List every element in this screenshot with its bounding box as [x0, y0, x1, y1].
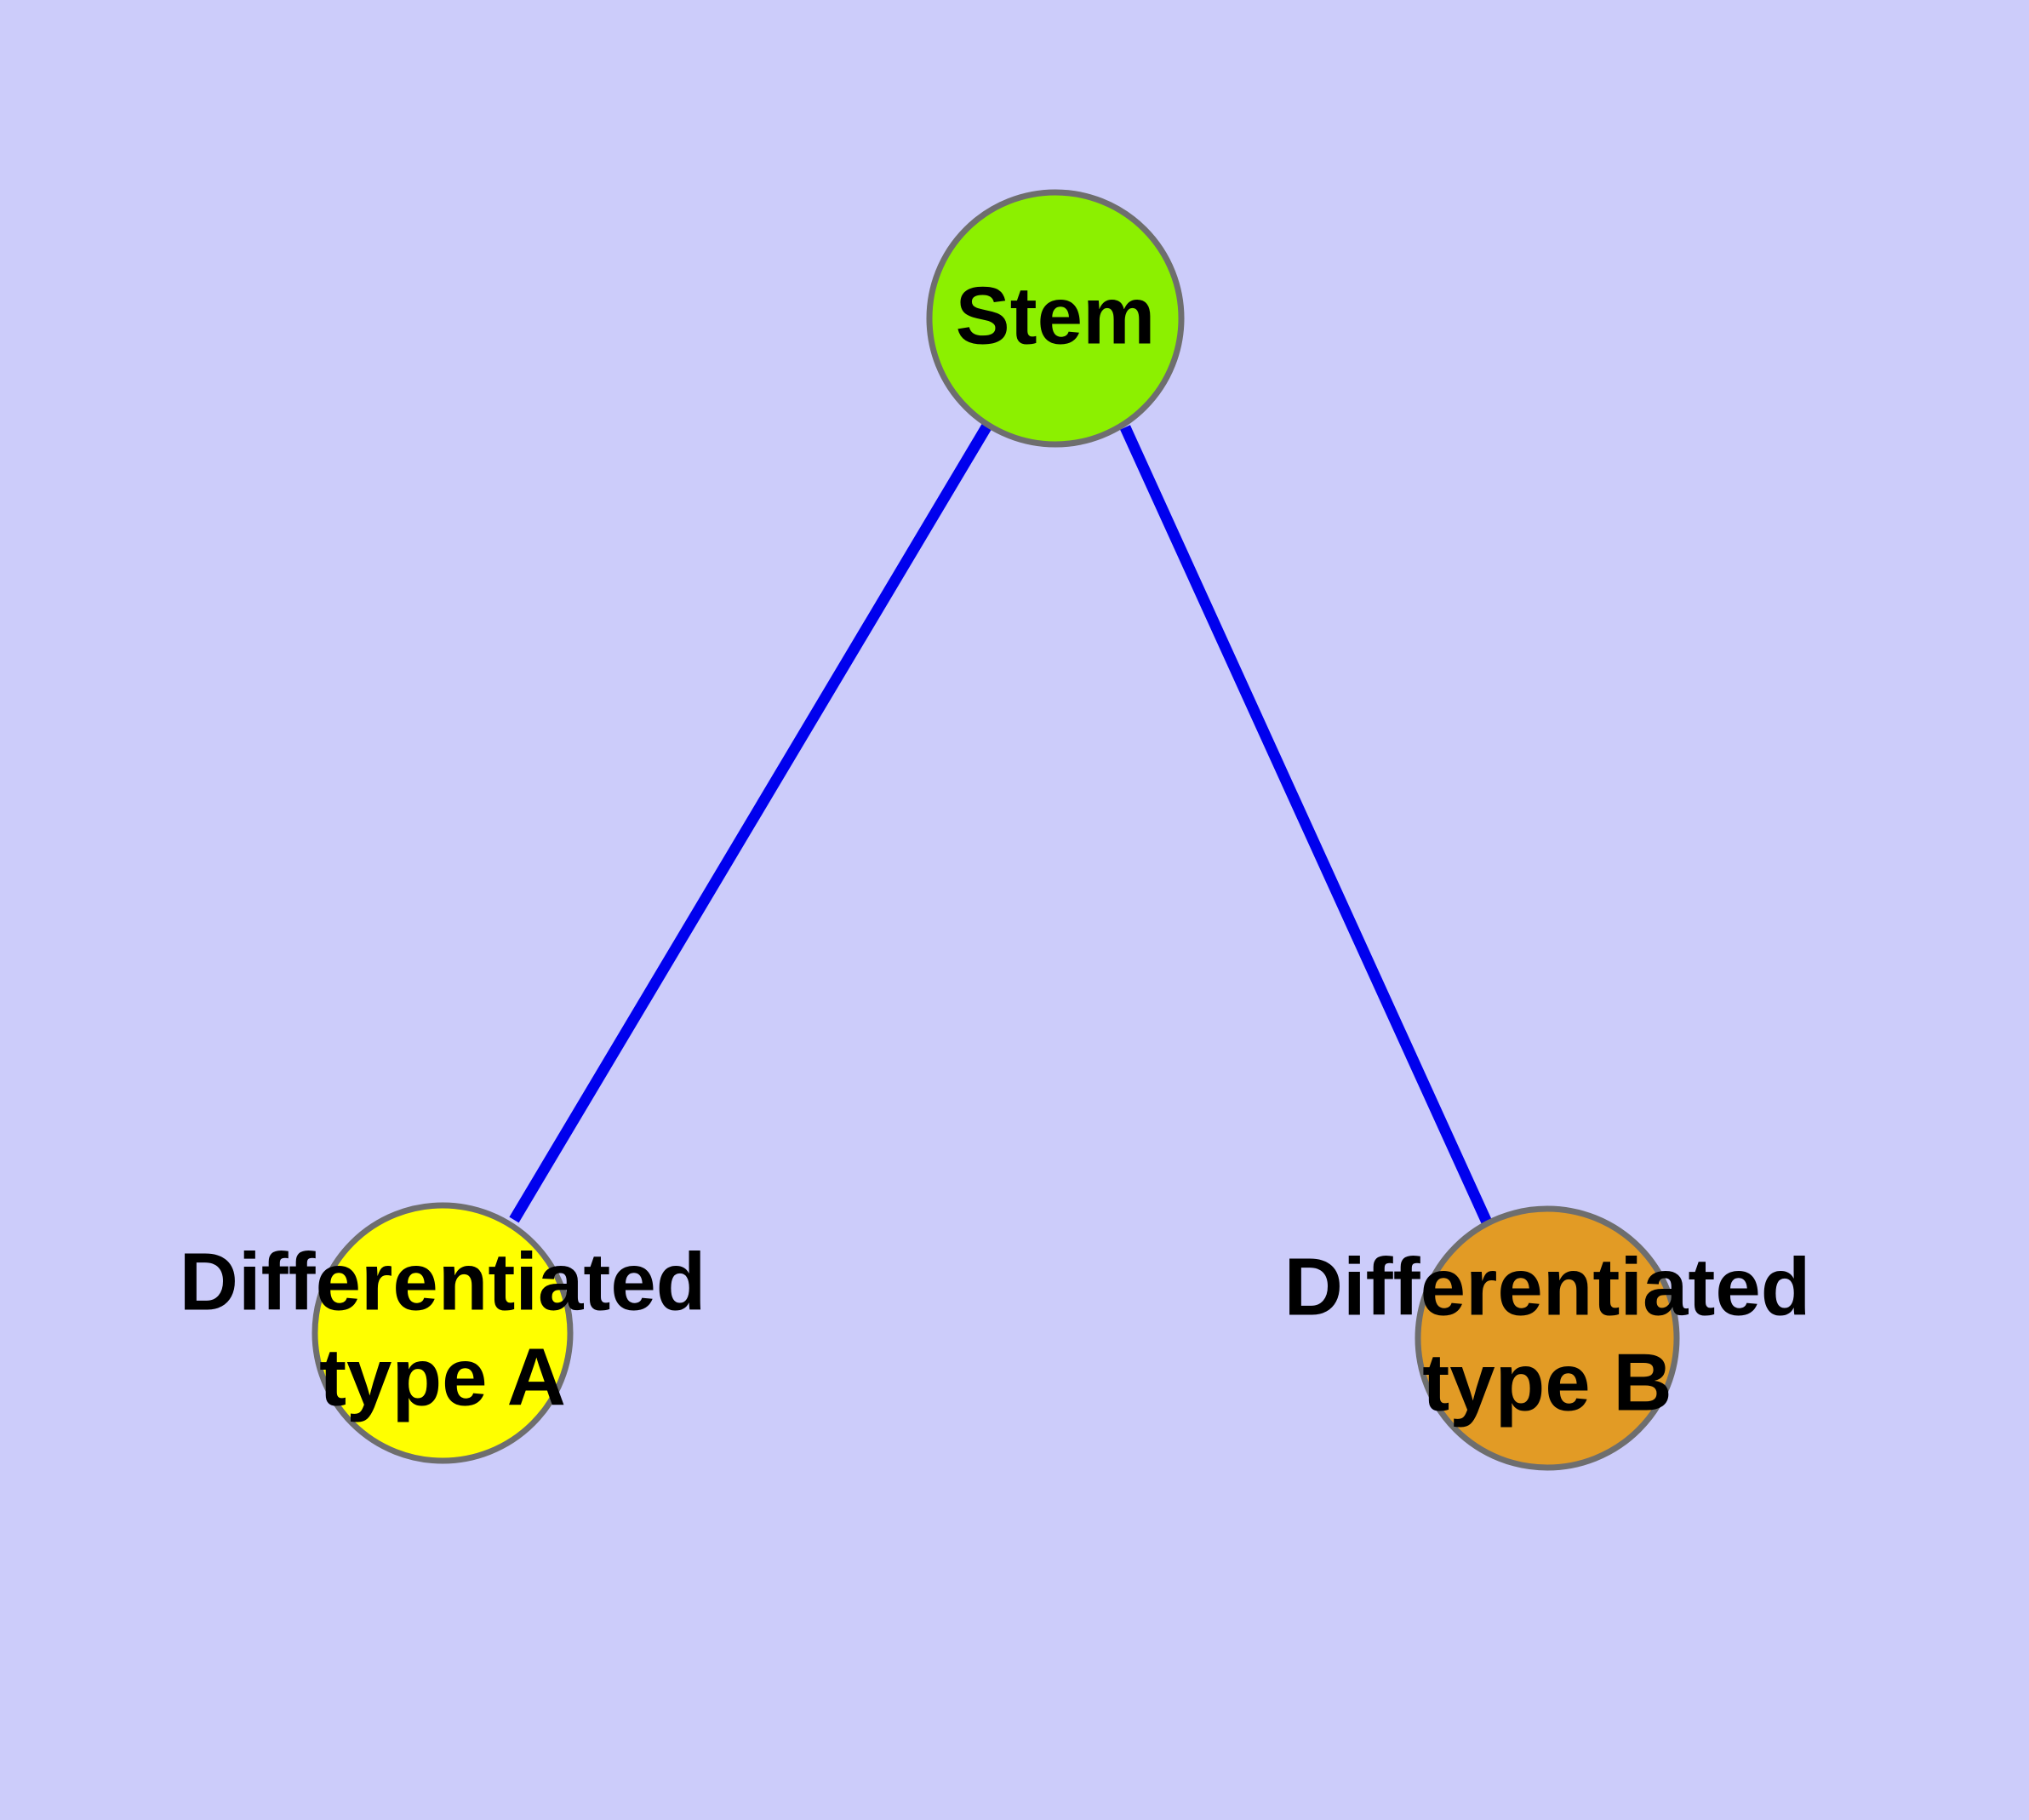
node-differentiated-type-a-label-line1: Differentiated	[180, 1236, 706, 1327]
node-differentiated-type-b-label-line2: type B	[1422, 1336, 1672, 1428]
node-stem-label: Stem	[956, 270, 1156, 361]
node-differentiated-type-b-label-line1: Differentiated	[1284, 1241, 1811, 1332]
node-stem-circle[interactable]	[926, 189, 1185, 448]
edge-stem-to-differentiated-type-b[interactable]	[1120, 425, 1493, 1227]
edge-stem-to-differentiated-type-a[interactable]	[509, 422, 992, 1223]
node-differentiated-type-a-label-line2: type A	[319, 1331, 566, 1422]
node-differentiated-type-a-circle[interactable]	[311, 1202, 574, 1464]
node-differentiated-type-b-circle[interactable]	[1415, 1205, 1680, 1471]
